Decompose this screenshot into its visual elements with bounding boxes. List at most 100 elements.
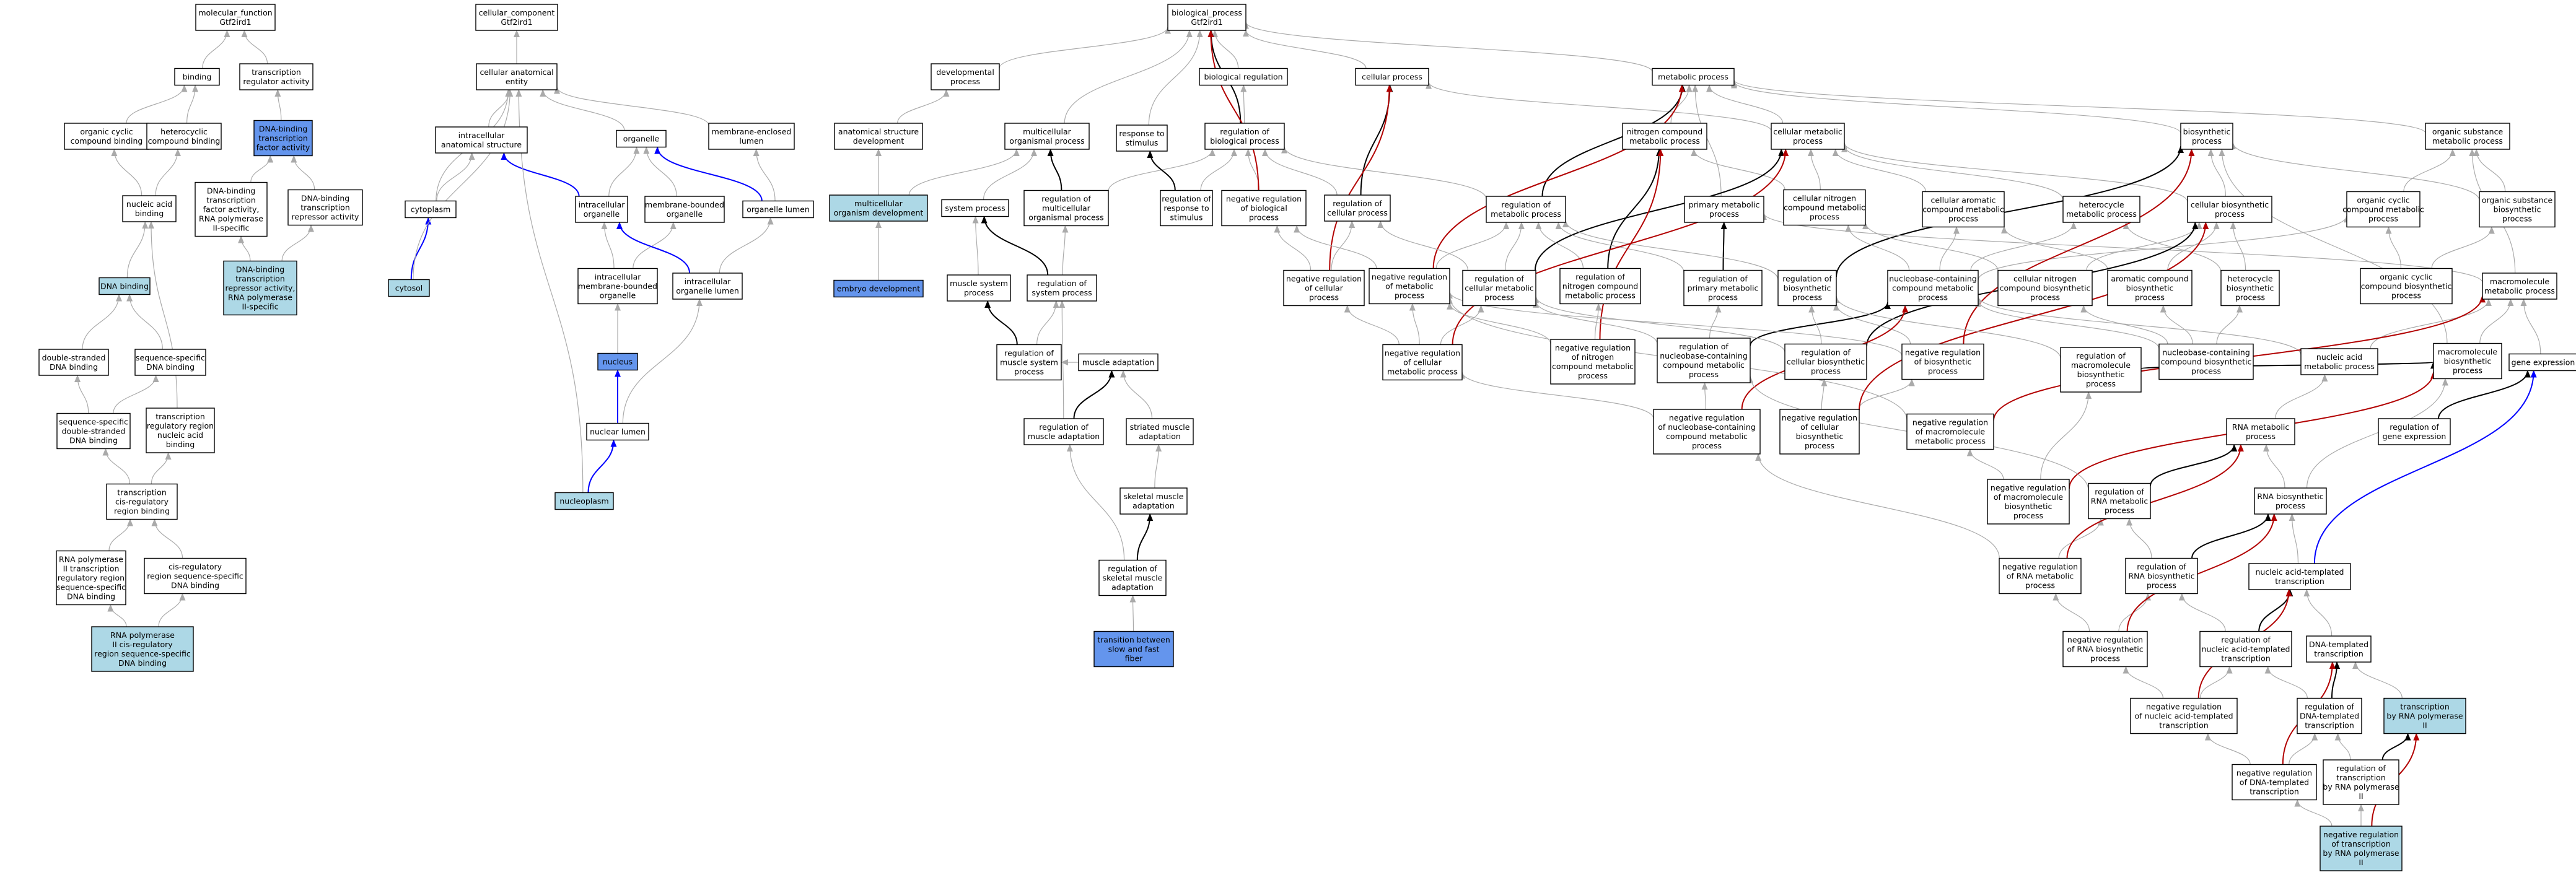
- edge-nregrnamp-to-regrnamp: [2058, 518, 2104, 559]
- node-box: [287, 189, 363, 226]
- edge-cytosol-to-cae: [413, 89, 514, 280]
- edge-regmop-to-regbp: [1108, 149, 1216, 191]
- node-box: [2378, 418, 2451, 445]
- edge-nregcmp-to-cmp: [1452, 149, 1789, 345]
- node-label: DNA binding: [100, 282, 149, 291]
- node-box: [388, 279, 430, 297]
- edge-nregnbcmp-to-regnbcmp: [1701, 382, 1708, 410]
- go-node-gexp: gene expression: [2508, 353, 2576, 372]
- edge-rnap2cis-to-cisss: [158, 593, 186, 627]
- node-box: [1906, 413, 1994, 450]
- edge-regpmp-to-pmp: [1720, 222, 1727, 271]
- edge-cisss-to-trcis: [151, 518, 183, 559]
- node-box: [2199, 630, 2292, 668]
- go-node-metp: metabolic process: [1652, 68, 1735, 86]
- edge-iol-to-icorg: [616, 222, 691, 274]
- go-node-nucleus: nucleus: [597, 352, 638, 371]
- edge-nbcbp-to-nbcmp: [1975, 299, 2160, 349]
- edge-regnatr-to-regrnabp: [2178, 593, 2226, 632]
- edge-dbtf-to-trreg: [274, 89, 282, 121]
- edge-regmsp-to-regsysp: [1036, 300, 1059, 345]
- go-node-nucleoplasm: nucleoplasm: [554, 492, 614, 510]
- edge-nregrnamp-to-rnamp: [2066, 444, 2244, 559]
- node-box: [122, 195, 177, 222]
- go-node-bioreg: biological regulation: [1199, 68, 1288, 86]
- go-node-cyto: cytoplasm: [405, 200, 457, 219]
- edge-regcbp-to-regbsp: [1808, 305, 1822, 344]
- edge-nuclum-to-iol: [622, 299, 703, 424]
- edge-nbcbp-to-hbp: [2216, 305, 2243, 344]
- node-box: [2297, 697, 2362, 735]
- edge-regpmp-to-regmp: [1555, 222, 1684, 272]
- node-box: [1777, 269, 1837, 307]
- edge-dbtrreprna-to-dbtrrep: [281, 224, 314, 261]
- node-box: [1369, 268, 1450, 305]
- node-box: [2187, 196, 2272, 223]
- edge-nregdtr-to-regdtr: [2289, 733, 2318, 765]
- edge-natr-to-rnabp: [2289, 513, 2299, 564]
- node-box: [575, 196, 628, 223]
- edge-nregcbp-to-regcbp: [1821, 378, 1828, 410]
- node-box: [1160, 190, 1213, 227]
- node-box: [1283, 269, 1365, 307]
- edge-bind-to-mf: [202, 30, 230, 69]
- edge-ncmp-to-metp: [1670, 84, 1693, 124]
- edge-regdtr-to-regnatr: [2264, 666, 2308, 699]
- edge-trregnab-to-nab: [147, 221, 178, 409]
- node-label: cellular process: [1362, 72, 1422, 82]
- edge-nab-to-hetcyc: [155, 149, 181, 196]
- go-node-cellp: cellular process: [1355, 68, 1429, 86]
- node-box: [2346, 191, 2420, 228]
- node-box: [1324, 194, 1391, 222]
- edge-nregnbcmp-to-nregcmp: [1459, 371, 1654, 419]
- edge-regnbcmp-to-nbcmp: [1750, 302, 1891, 346]
- node-box: [1783, 189, 1866, 226]
- edge-regcbp-to-regcmp: [1533, 295, 1785, 353]
- edge-msp-to-sysp: [972, 216, 979, 276]
- edge-iol-to-orglum: [719, 217, 774, 274]
- edge-regnatr-to-natr: [2258, 589, 2293, 632]
- node-box: [708, 123, 795, 150]
- edge-regnbcmp-to-regcmp: [1533, 300, 1658, 344]
- edge-nregmp-to-regmp: [1435, 222, 1510, 269]
- node-box: [2088, 482, 2151, 520]
- node-box: [833, 279, 924, 298]
